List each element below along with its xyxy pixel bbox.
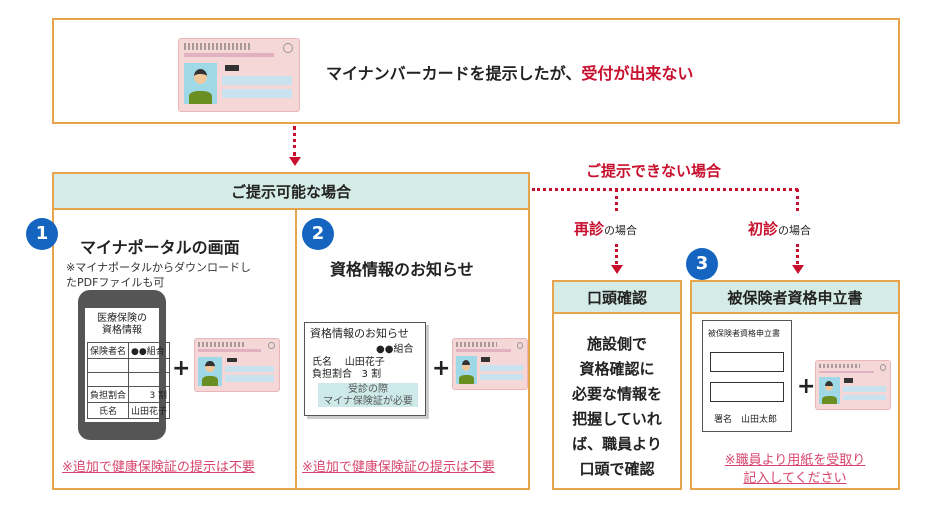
reception-failed-highlight: 受付が出来ない xyxy=(581,64,694,83)
form-doc-field-2 xyxy=(710,382,784,402)
notice-doc-title: 資格情報のお知らせ xyxy=(310,327,409,340)
oral-check-section xyxy=(552,280,682,490)
plus-sign-2: + xyxy=(432,356,451,381)
form-doc-title: 被保険者資格申立書 xyxy=(708,329,780,338)
table-row xyxy=(86,372,171,387)
plus-sign-1: + xyxy=(172,356,191,381)
badge-2: 2 xyxy=(302,218,334,250)
arrow-to-possible xyxy=(289,157,301,166)
mynaportal-title: マイナポータルの画面 xyxy=(80,238,240,257)
arrow-to-form xyxy=(792,265,804,274)
form-doc-signature: 署名 山田太郎 xyxy=(714,415,778,425)
item1-footer-note: ※追加で健康保険証の提示は不要 xyxy=(62,460,255,475)
badge-3: 3 xyxy=(686,248,718,280)
table-row: 氏名山田花子 xyxy=(86,402,171,419)
connector-top-to-possible xyxy=(293,126,296,156)
connector-revisit-to-oral xyxy=(615,244,618,264)
connector-cannot-horizontal xyxy=(532,188,798,191)
badge-1: 1 xyxy=(26,218,58,250)
my-number-card-image xyxy=(178,38,300,112)
notice-doc-highlight xyxy=(318,383,418,407)
oral-check-body: 施設側で 資格確認に 必要な情報を 把握していれ ば、職員より 口頭で確認 xyxy=(571,335,662,478)
possible-divider xyxy=(295,210,297,488)
eligibility-notice-title: 資格情報のお知らせ xyxy=(330,260,474,279)
oral-check-header: 口頭確認 xyxy=(554,282,680,314)
my-number-card-image-1 xyxy=(194,338,280,392)
mynaportal-note: ※マイナポータルからダウンロードし たPDFファイルも可 xyxy=(66,261,251,289)
application-form-document xyxy=(702,320,792,432)
cannot-present-label: ご提示できない場合 xyxy=(586,162,722,180)
connector-first-down xyxy=(796,189,799,211)
my-number-card-image-3 xyxy=(815,360,891,410)
phone-screen-title: 医療保険の 資格情報 xyxy=(97,313,147,336)
first-visit-case-label: 初診の場合 xyxy=(748,220,812,238)
top-situation-text: マイナンバーカードを提示したが、受付が出来ない xyxy=(326,64,694,83)
connector-first-to-form xyxy=(796,244,799,264)
notice-doc-ratio: 負担割合 3 割 xyxy=(312,369,382,380)
notice-doc-org: ●●組合 xyxy=(376,344,414,355)
item2-footer-note: ※追加で健康保険証の提示は不要 xyxy=(302,460,495,475)
possible-header: ご提示可能な場合 xyxy=(54,174,528,210)
revisit-case-label: 再診の場合 xyxy=(574,220,638,238)
table-row: 保険者名●●組合 xyxy=(86,342,171,359)
connector-revisit-down xyxy=(615,189,618,211)
arrow-to-oral xyxy=(611,265,623,274)
my-number-card-image-2 xyxy=(452,338,528,390)
form-doc-field-1 xyxy=(710,352,784,372)
application-form-header: 被保険者資格申立書 xyxy=(692,282,898,314)
form-footer-note: ※職員より用紙を受取り 記入してください xyxy=(724,453,866,486)
plus-sign-3: + xyxy=(797,374,816,399)
notice-doc-name: 氏名 山田花子 xyxy=(312,357,385,368)
notice-doc-highlight-text: 受診の際 マイナ保険証が必要 xyxy=(323,384,413,407)
table-row xyxy=(86,358,171,373)
